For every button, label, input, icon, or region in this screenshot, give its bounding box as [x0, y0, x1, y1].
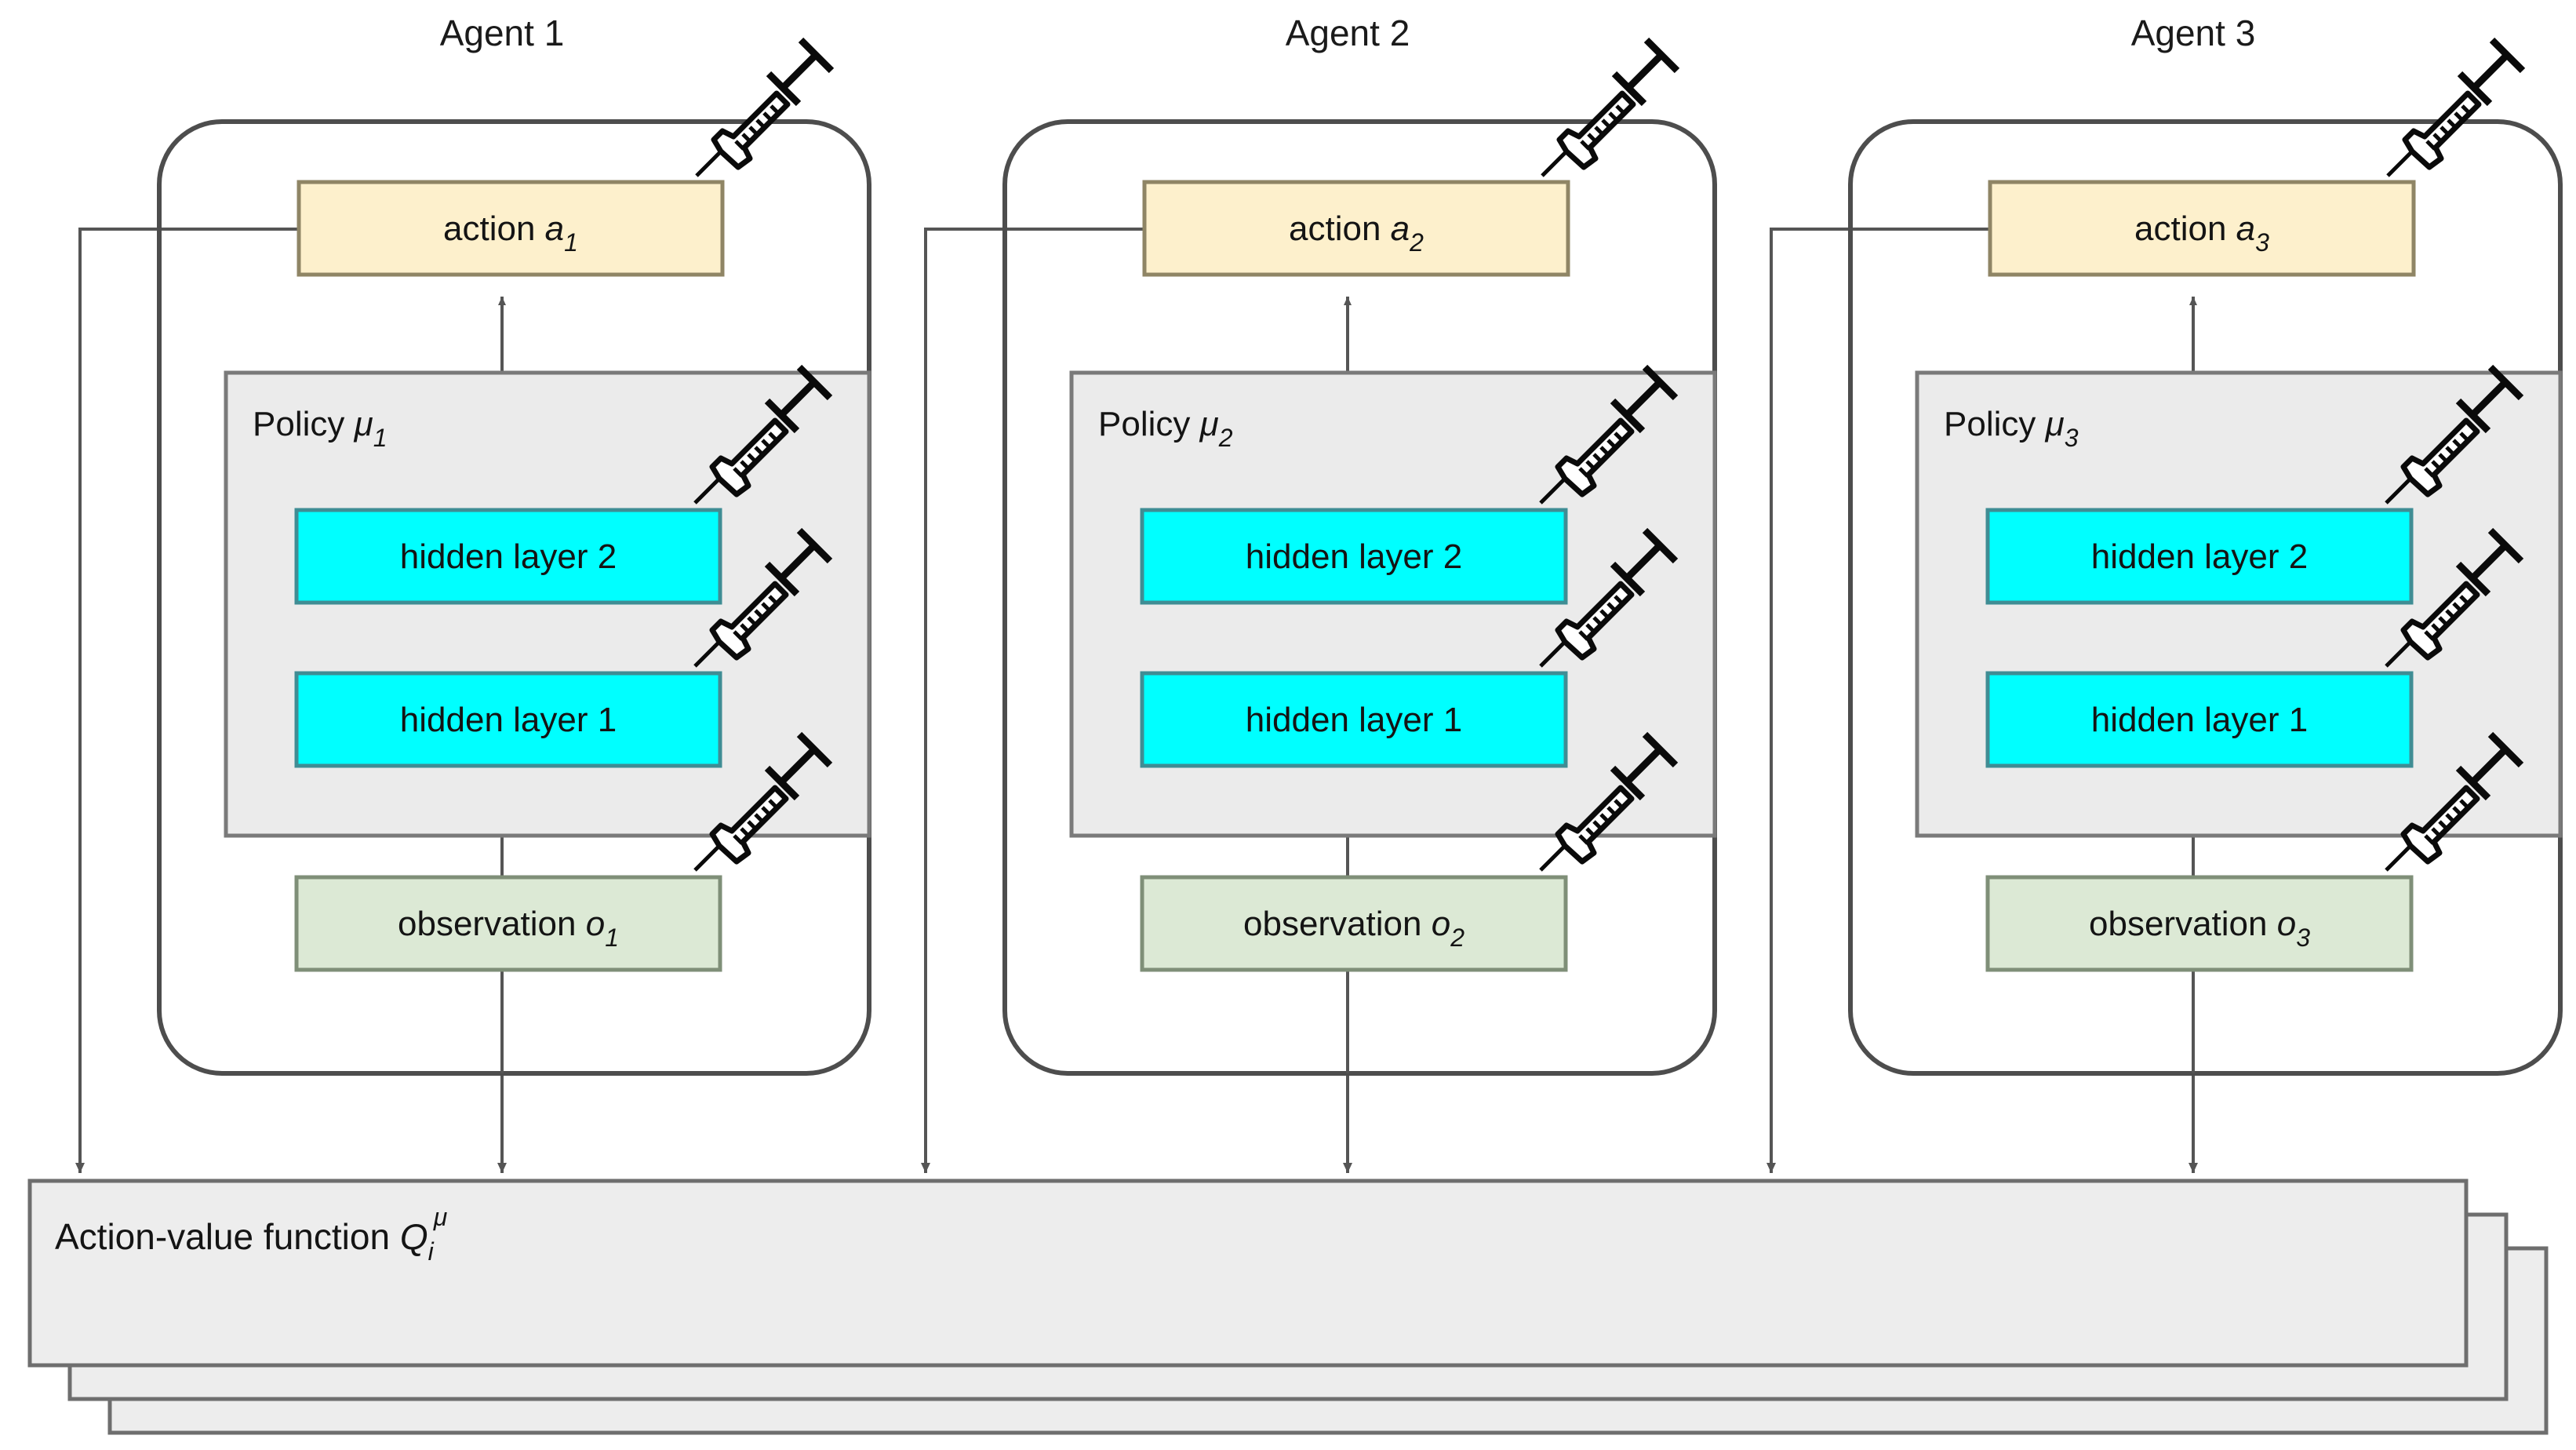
action-box	[1988, 180, 2416, 277]
action-to-critic-line	[1766, 228, 1990, 1173]
critic-box	[27, 1179, 2469, 1368]
hidden-layer-1-label: hidden layer 1	[2091, 701, 2308, 739]
action-label: action a1	[443, 209, 578, 257]
action-label: action a3	[2134, 209, 2269, 257]
hidden-layer-2-box	[294, 508, 722, 605]
action-to-critic-line	[75, 228, 299, 1173]
critic-label: Action-value function Qiμ	[55, 1203, 448, 1266]
hidden-layer-1-box	[1140, 671, 1568, 768]
observation-label: observation o3	[2089, 905, 2310, 952]
observation-box	[1140, 875, 1568, 972]
hidden-layer-2-label: hidden layer 2	[1246, 537, 1462, 576]
hidden-layer-2-label: hidden layer 2	[2091, 537, 2308, 576]
hidden-layer-2-box	[1140, 508, 1568, 605]
agent-group-2: Agent 2 Policy μ2 hidden layer 2 hidden …	[921, 13, 1717, 1173]
hidden-layer-1-label: hidden layer 1	[400, 701, 617, 739]
action-box	[297, 180, 725, 277]
critic-stack: Action-value function Qiμ	[27, 1179, 2549, 1435]
agent-group-1: Agent 1 Policy μ1 hidden layer 2 hidden …	[75, 13, 871, 1173]
action-box	[1142, 180, 1570, 277]
hidden-layer-1-label: hidden layer 1	[1246, 701, 1462, 739]
hidden-layer-2-box	[1985, 508, 2414, 605]
action-to-critic-line	[921, 228, 1144, 1173]
observation-label: observation o2	[1243, 905, 1464, 952]
hidden-layer-2-label: hidden layer 2	[400, 537, 617, 576]
hidden-layer-1-box	[294, 671, 722, 768]
observation-label: observation o1	[398, 905, 619, 952]
observation-box	[1985, 875, 2414, 972]
agent-title: Agent 2	[1286, 13, 1410, 53]
policy-label: Policy μ3	[1944, 405, 2079, 452]
policy-label: Policy μ1	[253, 405, 387, 452]
hidden-layer-1-box	[1985, 671, 2414, 768]
observation-box	[294, 875, 722, 972]
action-label: action a2	[1289, 209, 1424, 257]
policy-label: Policy μ2	[1098, 405, 1233, 452]
agent-title: Agent 3	[2131, 13, 2256, 53]
agent-group-3: Agent 3 Policy μ3 hidden layer 2 hidden …	[1766, 13, 2563, 1173]
agent-title: Agent 1	[440, 13, 565, 53]
